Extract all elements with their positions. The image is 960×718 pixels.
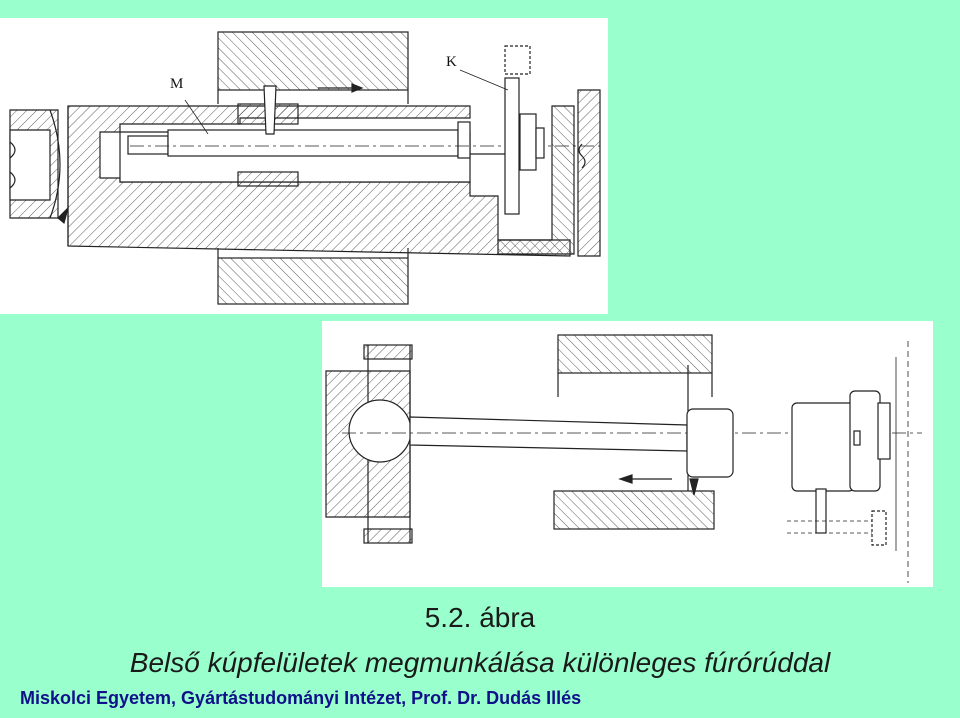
figure-caption: Belső kúpfelületek megmunkálása különleg… <box>129 647 831 678</box>
top-technical-drawing: M K <box>0 18 608 314</box>
spindle-housing <box>67 105 571 257</box>
feed-arrow-right <box>318 83 364 93</box>
clamp-assembly <box>787 341 909 583</box>
nut-assembly <box>470 45 545 215</box>
boring-bar <box>127 85 600 187</box>
right-bracket <box>497 89 601 257</box>
label-k: K <box>446 54 457 70</box>
bottom-technical-drawing <box>322 321 933 587</box>
label-m: M <box>170 76 183 92</box>
footer-credit: Miskolci Egyetem, Gyártástudományi Intéz… <box>20 688 582 708</box>
housing-blocks <box>553 334 715 530</box>
ball-joint <box>348 399 412 463</box>
boring-bar <box>409 416 688 452</box>
fixture-blocks <box>217 31 409 305</box>
conical-workpiece <box>9 109 70 225</box>
feed-arrow-left <box>618 474 672 484</box>
tool-holder <box>686 408 734 496</box>
figure-number: 5.2. ábra <box>424 602 536 633</box>
